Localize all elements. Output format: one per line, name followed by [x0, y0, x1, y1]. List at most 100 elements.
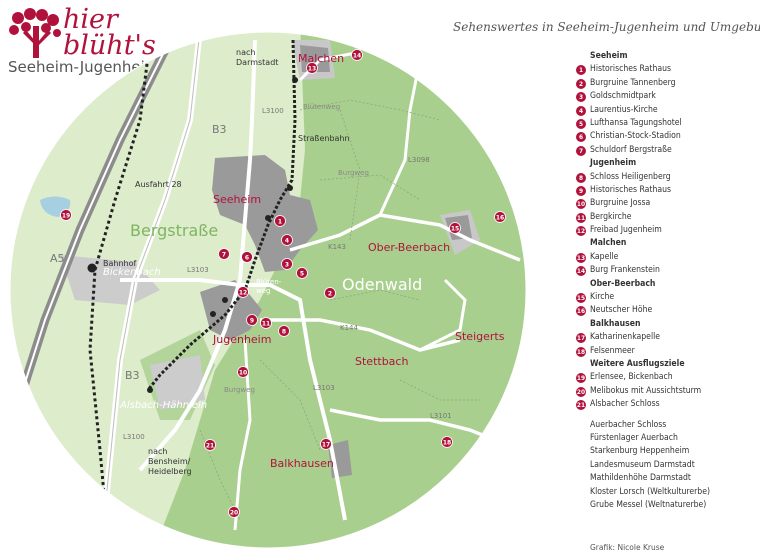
legend-item-label: Laurentius-Kirche: [590, 104, 658, 115]
region-label-odenwald: Odenwald: [342, 275, 422, 294]
l3100-road: [138, 39, 257, 472]
poi-marker-circle: [260, 317, 272, 329]
legend-number-badge: 4: [576, 105, 586, 116]
legend-item-label: Erlensee, Bickenbach: [590, 372, 673, 383]
legend-item-label: Melibokus mit Aussichtsturm: [590, 385, 702, 396]
legend-number-badge: 15: [576, 293, 586, 304]
road-label-l3103-south: L3103: [313, 384, 335, 392]
l3103-road: [120, 278, 347, 521]
tram-line: [146, 39, 297, 391]
legend-number-badge: 10: [576, 199, 586, 210]
road-label-k143: K143: [328, 243, 346, 251]
legend-number-badge: 9: [576, 185, 586, 196]
legend-item: 12 Freibad Jugenheim: [576, 224, 756, 237]
flower-tree-icon: [9, 8, 61, 58]
k143-road: [289, 213, 521, 262]
poi-marker-circle: [278, 325, 290, 337]
poi-marker-number: 21: [206, 442, 214, 449]
road-label-l3103-west: L3103: [187, 266, 209, 274]
legend-group-heading: Balkhausen: [590, 318, 641, 329]
legend-item-label: Historisches Rathaus: [590, 184, 672, 195]
road-label-l3098: L3098: [408, 156, 430, 164]
bahnhof-station: [87, 263, 97, 273]
legend-extra-item: Fürstenlager Auerbach: [590, 432, 678, 443]
legend-item-label: Historisches Rathaus: [590, 64, 672, 75]
legend-item-label: Felsenmeer: [590, 345, 635, 356]
region-label-bickenbach: Bickenbach: [103, 267, 161, 278]
road-steigerts: [419, 278, 467, 352]
legend-number-badge: 16: [576, 306, 586, 317]
town-label-jugenheim: Jugenheim: [212, 333, 271, 346]
town-label-malchen: Malchen: [298, 52, 344, 65]
k144-road: [260, 318, 461, 352]
legend-item-label: Freibad Jugenheim: [590, 225, 662, 236]
legend-extra-item: Grube Messel (Weltnaturerbe): [590, 499, 707, 510]
legend-number-badge: 5: [576, 118, 586, 129]
legend-group-heading: Seeheim: [590, 51, 628, 61]
legend-number-badge: 18: [576, 346, 586, 357]
legend-number-badge: 6: [576, 132, 586, 143]
legend-item: 20 Melibokus mit Aussichtsturm: [576, 385, 756, 398]
poi-marker-number: 12: [239, 289, 247, 296]
legend-extra-item: Landesmuseum Darmstadt: [590, 459, 695, 470]
poi-marker-circle: [296, 267, 308, 279]
poi-marker-number: 10: [239, 369, 247, 376]
alsbach-area: [150, 355, 205, 410]
road-malchen: [298, 50, 361, 82]
legend-item-label: Burgruine Jossa: [590, 198, 651, 209]
poi-marker-circle: [218, 248, 230, 260]
legend-number-badge: 20: [576, 386, 586, 397]
road-label-k144: K144: [340, 324, 358, 332]
legend-number-badge: 8: [576, 172, 586, 183]
town-label-ober-beerbach: Ober-Beerbach: [368, 241, 450, 254]
label-nach-bensheim-3: Heidelberg: [148, 467, 192, 476]
legend-number-badge: 12: [576, 226, 586, 237]
legend-group-heading: Ober-Beerbach: [590, 278, 656, 289]
street-label-burgweg-east: Burgweg: [338, 169, 369, 177]
road-label-b3-south: B3: [125, 369, 140, 382]
street-label-bluetenweg-mid-2: weg: [256, 287, 270, 295]
town-label-balkhausen: Balkhausen: [270, 457, 334, 470]
poi-marker-circle: [494, 211, 506, 223]
poi-marker-number: 2: [328, 290, 332, 297]
legend-number-badge: 14: [576, 266, 586, 277]
legend-group-heading: Malchen: [590, 238, 627, 249]
legend-item-label: Christian-Stock-Stadion: [590, 131, 681, 142]
legend-number-badge: 1: [576, 65, 586, 76]
town-label-steigerts: Steigerts: [455, 330, 505, 343]
poi-marker-circle: [237, 286, 249, 298]
legend-item-label: Bergkirche: [590, 211, 632, 222]
poi-marker-circle: [449, 222, 461, 234]
poi-marker-number: 8: [282, 328, 286, 335]
poi-marker-circle: [246, 314, 258, 326]
legend-group-heading: Weitere Ausflugsziele: [590, 358, 685, 369]
legend-item-label: Alsbacher Schloss: [590, 399, 660, 410]
legend-item-label: Kapelle: [590, 251, 619, 262]
legend-item-label: Burgruine Tannenberg: [590, 77, 676, 88]
label-nach-bensheim-1: nach: [148, 447, 167, 456]
poi-marker-circle: [237, 366, 249, 378]
poi-marker-number: 18: [443, 439, 451, 446]
poi-marker-number: 13: [308, 65, 316, 72]
legend-number-badge: 17: [576, 333, 586, 344]
poi-marker-circle: [60, 209, 72, 221]
graphic-credit: Grafik: Nicole Kruse: [590, 543, 665, 552]
poi-marker-number: 20: [230, 509, 238, 516]
legend-extra-item: Kloster Lorsch (Weltkulturerbe): [590, 486, 710, 497]
poi-marker-number: 7: [222, 251, 226, 258]
logo-word-blueht: blüht's: [63, 30, 156, 61]
l3098-road: [378, 59, 422, 216]
road-label-b3-north: B3: [212, 123, 227, 136]
region-label-bergstrasse: Bergstraße: [130, 221, 218, 240]
legend-item: 10 Burgruine Jossa: [576, 197, 756, 210]
logo-subtitle: Seeheim-Jugenheim: [8, 58, 160, 76]
poi-marker-circle: [320, 438, 332, 450]
